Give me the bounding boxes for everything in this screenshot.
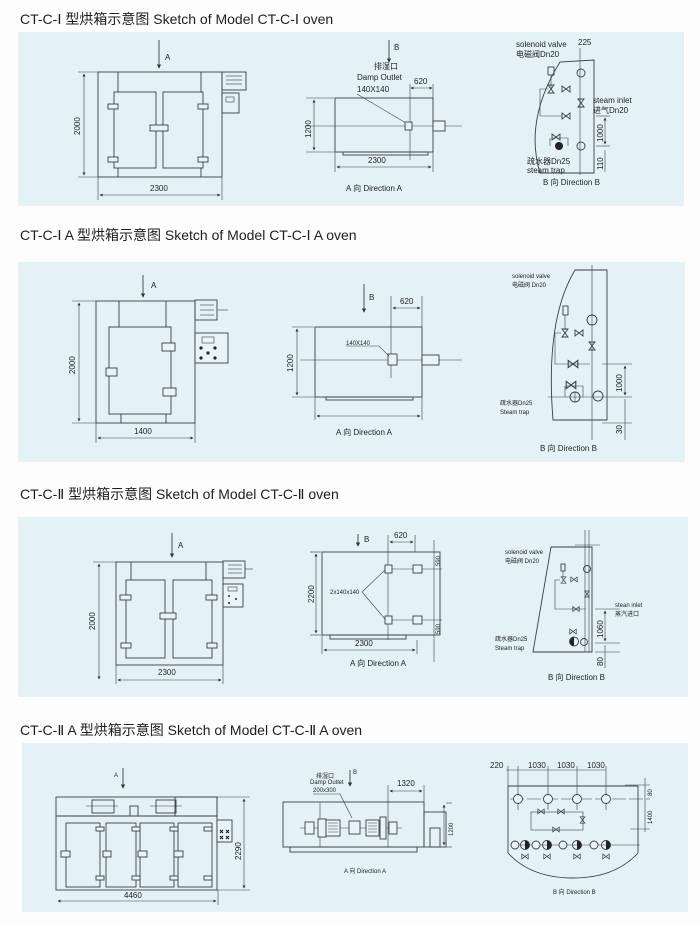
view-caption: B 向 Direction B [548,672,605,682]
front-view: A 2290 4460 [55,768,250,905]
width-dimension: 2300 [158,668,176,677]
outlet-label-en: Damp Outlet [357,73,403,82]
view-arrow-label: A [151,281,157,290]
trap-label-cn: 疏水器Dn25 [500,399,533,407]
offset-dimension: 620 [414,77,428,86]
view-arrow-label: B [364,535,369,544]
dimension-30: 30 [615,425,624,434]
bottom-offset-dimension: 590 [436,623,442,634]
height-dimension: 2000 [88,612,97,630]
offset-dimension: 620 [400,297,414,306]
view-caption: B 向 Direction B [540,443,597,453]
view-caption: B 向 Direction B [543,177,600,187]
view-arrow-label: A [114,773,118,779]
rear-view-b: solenoid valve 电磁阀 Dn20 stean inlet 蒸汽进口… [495,530,643,682]
side-view-a: B 620 2x140x140 590 590 2200 2300 A 向 Di… [307,531,442,668]
valve-label-en: solenoid valve [512,274,551,280]
height-dimension: 2200 [307,585,316,603]
trap-label-cn: 疏水器Dn25 [495,635,528,643]
section-title: CT-C-Ⅰ 型烘箱示意图 Sketch of Model CT-C-Ⅰ ove… [20,11,333,27]
outlet-size: 200x300 [313,788,337,794]
dimension-110: 110 [596,157,605,170]
top-offset-dimension: 590 [436,555,442,566]
valve-label-cn: 电磁阀 Dn20 [505,557,540,565]
view-arrow-label: B [353,770,357,776]
view-caption: A 向 Direction A [336,427,393,437]
dimension-1000: 1000 [596,124,605,142]
top-dimension: 1030 [528,761,546,770]
inlet-label-cn: 进气Dn20 [593,105,629,115]
view-arrow-label: A [165,53,171,62]
drawing-panel [18,517,688,697]
rear-view-b: solenoid valve 电磁阀Dn20 225 steam inlet 进… [516,38,632,187]
height-dimension: 1200 [449,822,455,836]
height-dimension: 1200 [304,120,313,138]
outlet-label-en: Damp Outlet [310,780,344,786]
view-arrow-label: B [394,43,399,52]
side-view-a: B 排湿口 Damp Outlet 200x300 1320 1200 A 向 … [282,770,455,875]
outlet-size: 2x140x140 [330,590,360,596]
dimension-80: 80 [596,657,605,666]
drawing-panel [18,262,685,462]
rear-view-b: 220 1030 1030 1030 80 1400 B 向 Direction… [490,761,654,896]
height-dimension: 1200 [286,354,295,372]
front-view: A 2000 2300 [73,40,247,200]
inlet-label-en: stean inlet [615,603,643,609]
inlet-label-cn: 蒸汽进口 [615,610,639,618]
section-title: CT-C-Ⅰ A 型烘箱示意图 Sketch of Model CT-C-Ⅰ A… [20,227,357,243]
valve-label-en: solenoid valve [516,40,567,49]
top-dimension: 1030 [587,761,605,770]
rear-view-b: solenoid valve 电磁阀 Dn20 1000 30 疏水器Dn25 … [500,265,632,453]
dimension-1060: 1060 [596,620,605,638]
view-caption: A 向 Direction A [350,658,407,668]
outlet-label-cn: 排湿口 [316,772,334,780]
dimension-1400: 1400 [648,810,654,824]
top-dimension: 220 [490,761,504,770]
outlet-size: 140X140 [346,341,371,347]
dimension-80: 80 [648,789,654,796]
section-title: CT-C-Ⅱ A 型烘箱示意图 Sketch of Model CT-C-Ⅱ A… [20,722,362,738]
valve-label-en: solenoid valve [505,550,544,556]
valve-label-cn: 电磁阀Dn20 [516,49,560,59]
height-dimension: 2290 [234,842,243,860]
width-dimension: 4460 [124,891,142,900]
trap-label-en: Steam trap [500,410,530,416]
width-dimension: 1400 [134,427,152,436]
view-caption: B 向 Direction B [553,888,596,896]
view-arrow-label: A [178,541,184,550]
dimension-1000: 1000 [615,374,624,392]
width-dimension: 2300 [150,184,168,193]
top-dimension: 225 [578,38,592,47]
view-caption: A 向 Direction A [344,867,386,875]
side-view-a: B 排湿口 Damp Outlet 140X140 620 1200 2300 … [304,40,462,193]
section-title: CT-C-Ⅱ 型烘箱示意图 Sketch of Model CT-C-Ⅱ ove… [20,486,339,502]
trap-label-en: Steam trap [495,646,525,652]
side-view-a: B 620 140X140 1200 A 向 Direction A [286,284,462,437]
front-view: A 2000 1400 [68,275,229,443]
offset-dimension: 620 [394,531,408,540]
view-caption: A 向 Direction A [346,183,403,193]
width-dimension: 2300 [368,156,386,165]
offset-dimension: 1320 [397,779,415,788]
trap-label-cn: 疏水器Dn25 [527,156,571,166]
inlet-label-en: steam inlet [593,96,632,105]
view-arrow-label: B [369,293,374,302]
outlet-label-cn: 排湿口 [374,61,398,71]
height-dimension: 2000 [73,117,82,135]
front-view: A 2000 2300 [88,533,253,684]
trap-label-en: steam trap [527,166,565,175]
width-dimension: 2300 [355,639,373,648]
outlet-size: 140X140 [357,85,390,94]
height-dimension: 2000 [68,356,77,374]
top-dimension: 1030 [557,761,575,770]
valve-label-cn: 电磁阀 Dn20 [512,281,547,289]
